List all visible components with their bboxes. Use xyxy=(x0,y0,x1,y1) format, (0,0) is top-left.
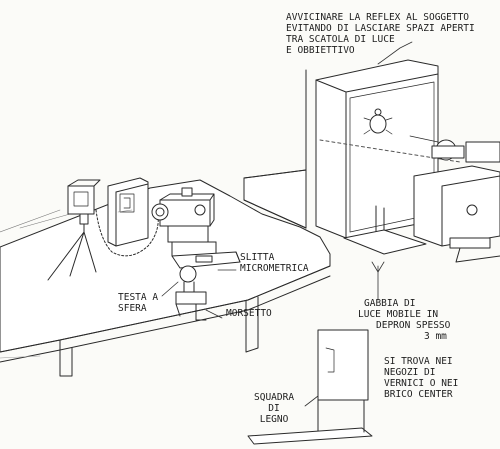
cage-stand xyxy=(343,205,427,255)
gabbia-label-line-4: 3 mm xyxy=(424,331,447,342)
trova-label-line-3: VERNICI O NEI xyxy=(384,378,459,389)
leader-lines xyxy=(161,41,413,407)
clamp xyxy=(175,291,207,321)
small-light-box xyxy=(107,177,149,247)
top-note-line-4: E OBBIETTIVO xyxy=(286,45,355,56)
slitta-label-line-2: MICROMETRICA xyxy=(240,263,309,274)
gabbia-label-line-1: GABBIA DI xyxy=(364,298,416,309)
testa-label: TESTA A SFERA xyxy=(118,292,158,314)
gabbia-label-line-3: DEPRON SPESSO xyxy=(376,320,451,331)
flash-on-tripod xyxy=(47,179,101,281)
top-note-line-3: TRA SCATOLA DI LUCE xyxy=(286,34,395,45)
slitta-label: SLITTA MICROMETRICA xyxy=(240,252,309,274)
testa-label-line-2: SFERA xyxy=(118,303,147,314)
ball-head xyxy=(179,265,197,293)
top-note: AVVICINARE LA REFLEX AL SOGGETTO EVITAND… xyxy=(286,12,475,56)
trova-label-line-1: SI TROVA NEI xyxy=(384,356,453,367)
wood-square-inset xyxy=(247,329,373,445)
squadra-label: SQUADRA DI LEGNO xyxy=(254,392,294,425)
micrometric-rail xyxy=(171,251,241,269)
optical-axis xyxy=(319,139,461,163)
gabbia-label: GABBIA DI LUCE MOBILE IN DEPRON SPESSO 3… xyxy=(358,298,451,342)
top-note-line-1: AVVICINARE LA REFLEX AL SOGGETTO xyxy=(286,12,470,23)
testa-label-line-1: TESTA A xyxy=(118,292,159,303)
slitta-label-line-1: SLITTA xyxy=(240,252,275,263)
top-note-line-2: EVITANDO DI LASCIARE SPAZI APERTI xyxy=(286,23,475,34)
gabbia-label-line-2: LUCE MOBILE IN xyxy=(358,309,439,320)
trova-label-line-4: BRICO CENTER xyxy=(384,389,453,400)
squadra-label-line-1: SQUADRA xyxy=(254,392,295,403)
right-side-wall xyxy=(243,69,307,229)
trova-label-line-2: NEGOZI DI xyxy=(384,367,436,378)
light-cage xyxy=(315,59,439,239)
trova-label: SI TROVA NEI NEGOZI DI VERNICI O NEI BRI… xyxy=(384,356,458,400)
morsetto-label: MORSETTO xyxy=(226,308,272,319)
camera-on-rail xyxy=(151,187,217,257)
squadra-label-line-2: DI xyxy=(268,403,280,414)
squadra-label-line-3: LEGNO xyxy=(259,414,289,425)
camera-right xyxy=(413,139,500,263)
flash-cable xyxy=(95,209,159,257)
